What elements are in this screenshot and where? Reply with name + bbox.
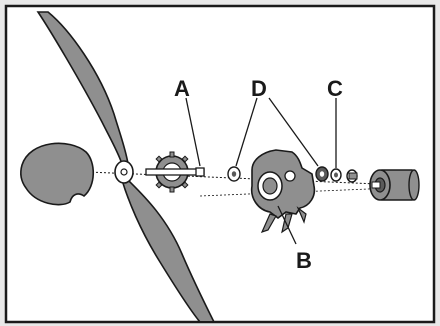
leader-line-b: [277, 205, 297, 245]
leader-line-a: [185, 97, 201, 167]
callout-d: D: [251, 76, 267, 101]
gearbox-housing: [250, 149, 316, 234]
callout-c: C: [327, 76, 343, 101]
propeller-hub-bore: [120, 168, 128, 176]
callout-b: B: [296, 248, 312, 273]
leader-line-d-left: [235, 97, 258, 167]
motor-pinion: [346, 169, 358, 183]
drive-shaft: [145, 167, 205, 177]
spinner-cone: [20, 142, 95, 206]
washer-right: [315, 166, 329, 182]
electric-motor: [369, 169, 420, 201]
propeller-blade-lower: [120, 179, 215, 321]
leader-line-d-right: [268, 97, 319, 167]
washer-left: [227, 166, 241, 182]
callout-a: A: [174, 76, 190, 101]
retaining-ring: [330, 168, 342, 182]
